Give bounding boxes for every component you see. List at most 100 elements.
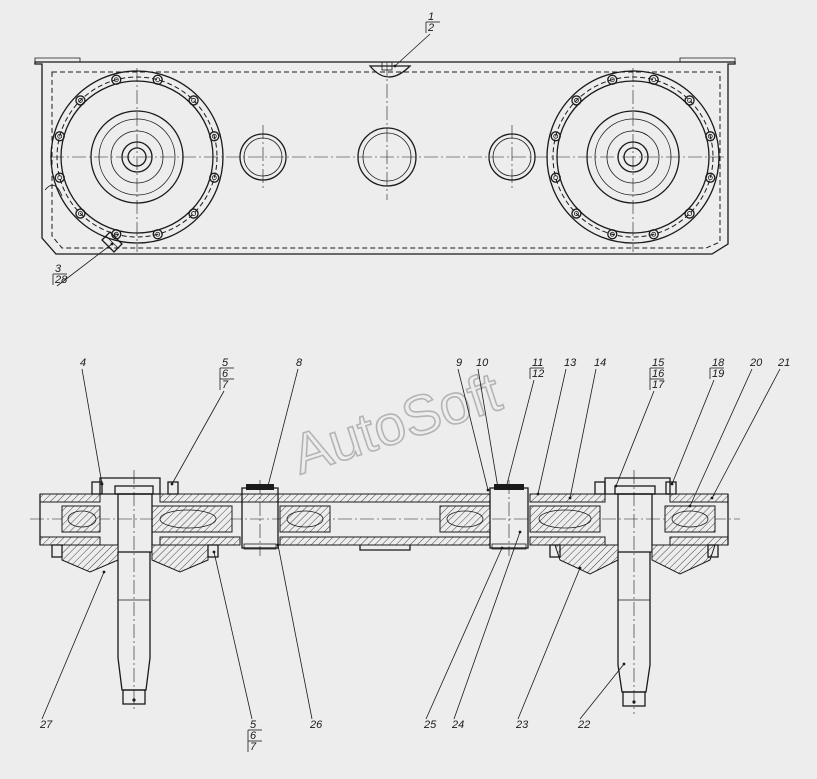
leader-dot xyxy=(500,546,504,550)
callout-c26: 26 xyxy=(276,543,323,731)
part-number: 13 xyxy=(564,357,577,369)
bolt-head xyxy=(648,229,659,240)
part-number: 18 xyxy=(712,357,725,369)
bolt-head xyxy=(111,74,122,85)
leader-dot xyxy=(102,570,106,574)
bolt-head xyxy=(550,131,561,142)
bolt-head xyxy=(571,95,582,106)
idler-axle-right xyxy=(489,480,529,556)
bolt-head xyxy=(607,74,618,85)
callout-c4: 4 xyxy=(80,357,104,486)
leader-line xyxy=(267,368,299,487)
part-number: 14 xyxy=(594,357,606,369)
callout-c23: 23 xyxy=(515,566,582,731)
bolt-head xyxy=(209,131,220,142)
bolt-head xyxy=(648,74,659,85)
leader-line xyxy=(425,547,503,720)
leader-line xyxy=(41,571,105,720)
leader-line xyxy=(277,544,313,720)
leader-line xyxy=(81,368,103,485)
leader-dot xyxy=(504,486,508,490)
left-shaft-housing-top xyxy=(50,68,224,252)
callout-c5b: 567 xyxy=(212,550,262,753)
part-number: 5 xyxy=(250,719,257,731)
right-output-shaft xyxy=(554,470,716,714)
part-number: 12 xyxy=(532,368,544,380)
leader-line xyxy=(711,368,781,499)
section-view xyxy=(30,470,740,714)
top-view xyxy=(34,57,736,255)
leader-line xyxy=(56,243,113,287)
bolt-hole xyxy=(574,98,579,103)
part-number: 20 xyxy=(749,357,763,369)
callout-c5a: 567 xyxy=(170,357,234,486)
leader-line xyxy=(689,368,753,507)
leader-line xyxy=(615,390,655,487)
part-number: 7 xyxy=(222,379,229,391)
bolt-hole xyxy=(57,175,63,181)
leader-dot xyxy=(496,486,500,490)
leader-dot xyxy=(710,496,714,500)
bolt-head xyxy=(54,131,65,142)
leader-line xyxy=(477,368,499,489)
leader-dot xyxy=(614,484,618,488)
flange-bolts xyxy=(54,74,716,240)
bolt-hole xyxy=(687,211,692,216)
leader-dot xyxy=(568,496,572,500)
part-number: 10 xyxy=(476,357,489,369)
leader-dot xyxy=(670,482,674,486)
part-number: 17 xyxy=(652,379,665,391)
drain-plug xyxy=(44,184,123,253)
leader-line xyxy=(671,379,715,485)
callout-c21: 21 xyxy=(710,357,790,500)
bolt-head xyxy=(684,208,695,219)
bolt-head xyxy=(571,208,582,219)
leader-line xyxy=(569,368,597,499)
bolt-hole xyxy=(113,77,119,83)
leader-dot xyxy=(266,484,270,488)
bolt-head xyxy=(188,208,199,219)
callout-c22: 22 xyxy=(577,662,626,731)
idler-gear-right xyxy=(439,505,491,533)
callout-c9: 9 xyxy=(456,357,490,492)
part-number: 2 xyxy=(427,22,434,34)
watermark: AutoSoft xyxy=(284,359,508,485)
bolt-hole xyxy=(687,98,692,103)
callout-c20: 20 xyxy=(688,357,763,508)
bolt-hole xyxy=(78,98,83,103)
bolt-hole xyxy=(651,77,657,83)
part-number: 25 xyxy=(423,719,437,731)
leader-line xyxy=(171,390,225,485)
leader-dot xyxy=(100,482,104,486)
right-shaft-housing-top xyxy=(546,68,720,252)
part-number: 27 xyxy=(39,719,53,731)
bolt-hole xyxy=(191,98,196,103)
leader-line xyxy=(517,567,581,720)
bolt-hole xyxy=(553,133,559,139)
bolt-hole xyxy=(609,77,615,83)
part-number: 1 xyxy=(428,11,434,23)
bolt-hole xyxy=(211,133,217,139)
bolt-hole xyxy=(574,211,579,216)
leader-dot xyxy=(212,550,216,554)
bolt-head xyxy=(54,172,65,183)
callout-c13: 13 xyxy=(536,357,577,496)
bolt-hole xyxy=(191,211,196,216)
bolt-hole xyxy=(155,231,161,237)
leader-line xyxy=(537,368,567,495)
leader-dot xyxy=(486,488,490,492)
section-nuts xyxy=(51,481,719,558)
leader-dot xyxy=(622,662,626,666)
idler-openings xyxy=(239,62,536,200)
gear-left-outer xyxy=(61,505,101,533)
bolt-hole xyxy=(651,231,657,237)
part-number: 19 xyxy=(712,368,724,380)
callout-c3: 328 xyxy=(52,242,114,287)
part-number: 23 xyxy=(515,719,529,731)
bolt-hole xyxy=(609,231,615,237)
bolt-head xyxy=(550,172,561,183)
callout-c27: 27 xyxy=(39,570,106,731)
